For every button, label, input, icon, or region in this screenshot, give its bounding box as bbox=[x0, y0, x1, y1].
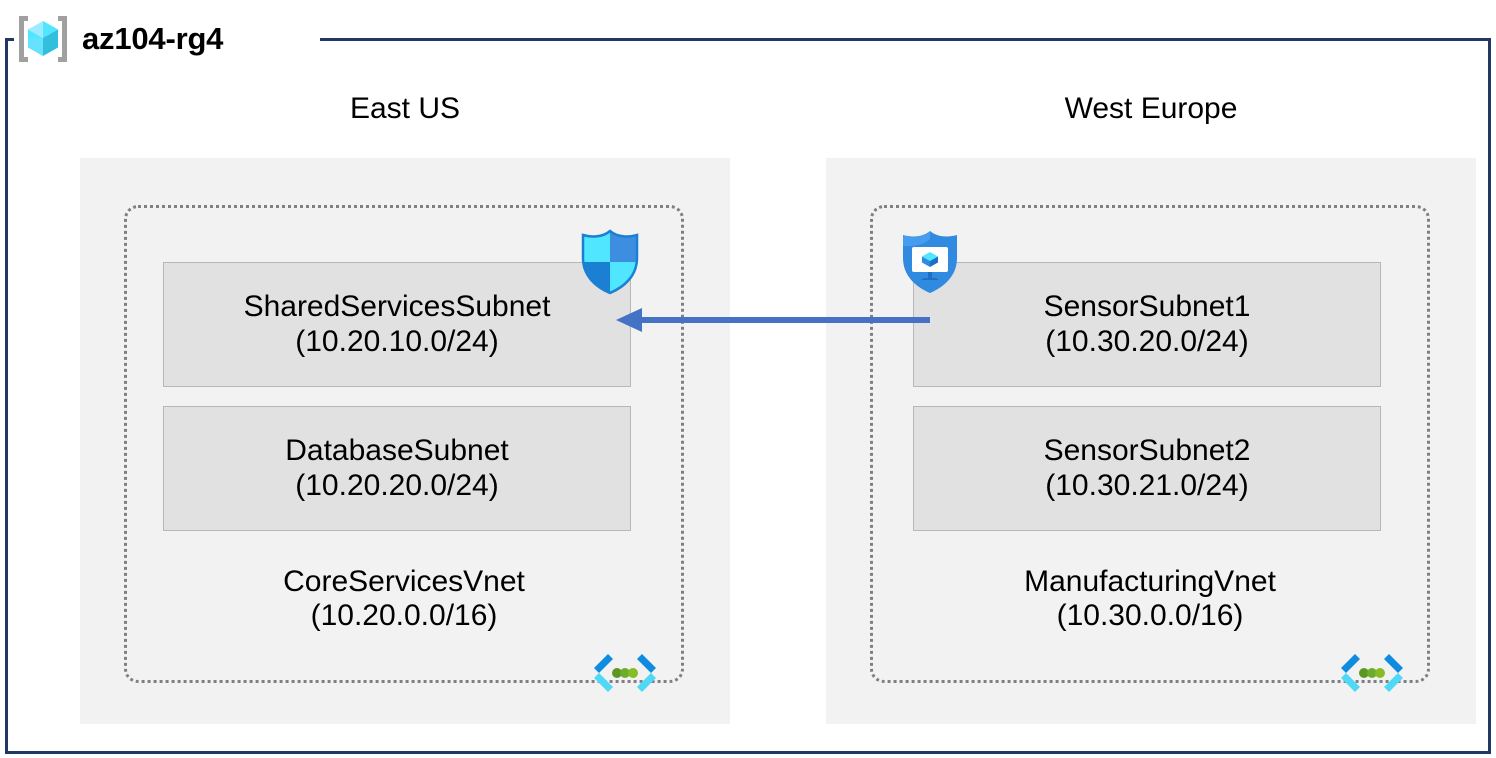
resource-group-frame bbox=[5, 38, 1491, 754]
subnet-sensorsubnet2[interactable]: SensorSubnet2 (10.30.21.0/24) bbox=[913, 406, 1381, 531]
subnet-cidr: (10.20.10.0/24) bbox=[295, 324, 499, 358]
resource-group-frame-top-right-segment bbox=[320, 38, 1491, 41]
resource-group-cube-icon bbox=[19, 16, 67, 62]
vnet-peering-arrow bbox=[616, 308, 930, 332]
subnet-cidr: (10.20.20.0/24) bbox=[295, 468, 499, 502]
subnet-sharedservicessubnet[interactable]: SharedServicesSubnet (10.20.10.0/24) bbox=[163, 262, 631, 387]
subnet-name: SensorSubnet1 bbox=[1043, 290, 1251, 324]
subnet-name: DatabaseSubnet bbox=[285, 434, 509, 468]
subnet-cidr: (10.30.20.0/24) bbox=[1045, 324, 1249, 358]
vnet-container-manufacturingvnet bbox=[870, 205, 1430, 683]
resource-group-header: az104-rg4 bbox=[14, 8, 232, 70]
vnet-name: ManufacturingVnet bbox=[1024, 565, 1276, 598]
virtual-network-icon bbox=[1341, 654, 1403, 692]
virtual-network-icon bbox=[594, 654, 656, 692]
vnet-container-coreservicesvnet bbox=[124, 205, 684, 683]
vnet-cidr: (10.30.0.0/16) bbox=[1056, 599, 1244, 633]
subnet-name: SharedServicesSubnet bbox=[243, 290, 551, 324]
vnet-caption-manufacturingvnet: ManufacturingVnet (10.30.0.0/16) bbox=[870, 565, 1430, 633]
vnet-cidr: (10.20.0.0/16) bbox=[310, 599, 498, 633]
bastion-protected-vm-shield-icon bbox=[903, 231, 957, 293]
subnet-sensorsubnet1[interactable]: SensorSubnet1 (10.30.20.0/24) bbox=[913, 262, 1381, 387]
region-label-west-europe: West Europe bbox=[1064, 92, 1238, 125]
subnet-name: SensorSubnet2 bbox=[1043, 434, 1251, 468]
resource-group-name: az104-rg4 bbox=[82, 21, 224, 56]
subnet-cidr: (10.30.21.0/24) bbox=[1045, 468, 1249, 502]
vnet-name: CoreServicesVnet bbox=[283, 565, 525, 598]
network-security-group-shield-icon bbox=[581, 229, 639, 295]
resource-group-frame-top-left-segment bbox=[5, 38, 17, 41]
vnet-caption-coreservicesvnet: CoreServicesVnet (10.20.0.0/16) bbox=[124, 565, 684, 633]
subnet-databasesubnet[interactable]: DatabaseSubnet (10.20.20.0/24) bbox=[163, 406, 631, 531]
region-label-east-us: East US bbox=[349, 92, 461, 125]
